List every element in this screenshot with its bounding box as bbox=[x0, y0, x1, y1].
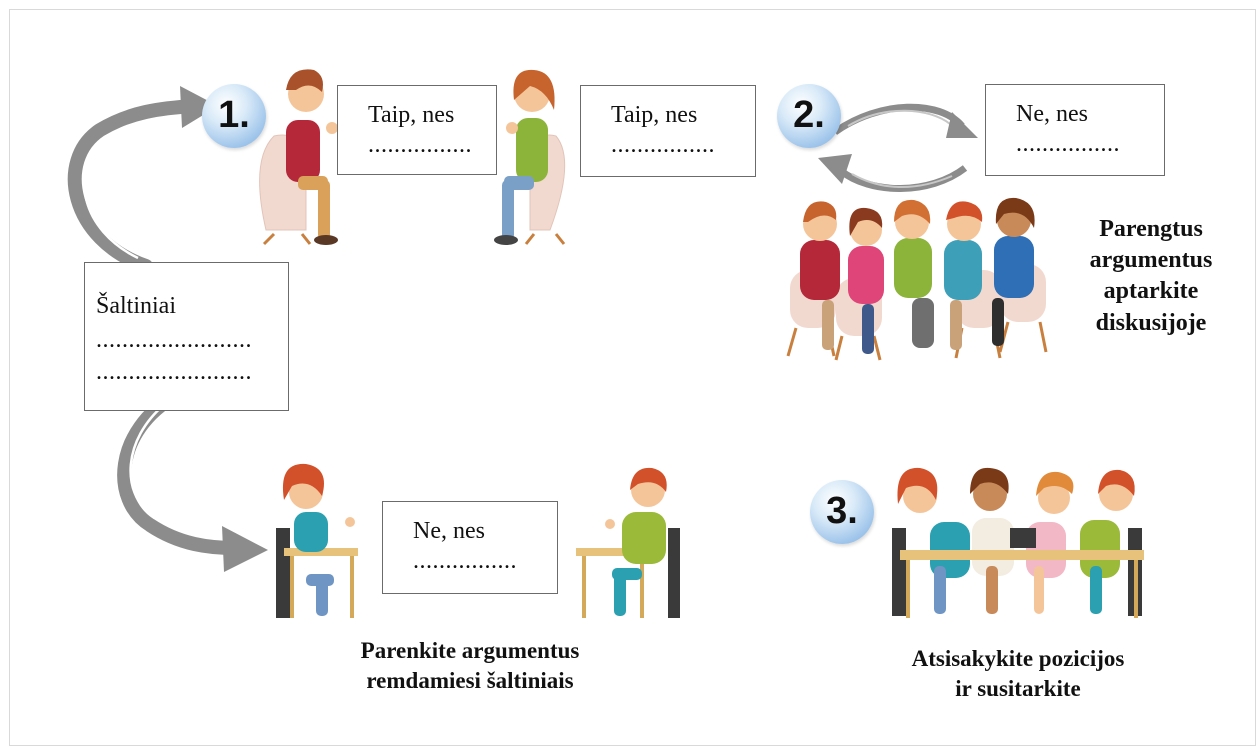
bubble-text: Ne, nes bbox=[1016, 101, 1088, 127]
caption-line: remdamiesi šaltiniais bbox=[366, 667, 574, 693]
arrow-to-desk-scene bbox=[117, 389, 268, 572]
sources-dots-1: ........................ bbox=[96, 327, 252, 353]
step-1-badge: 1. bbox=[202, 84, 266, 148]
bubble-dots: ................ bbox=[368, 132, 472, 158]
caption-discussion: Parengtus argumentus aptarkite diskusijo… bbox=[1066, 214, 1236, 339]
bubble-text: Taip, nes bbox=[368, 102, 455, 128]
caption-line: aptarkite bbox=[1103, 278, 1199, 305]
bubble-dots: ................ bbox=[611, 132, 715, 158]
cycle-arrows bbox=[818, 103, 978, 192]
step-2-badge: 2. bbox=[777, 84, 841, 148]
bubble-text: Taip, nes bbox=[611, 102, 698, 128]
step-1-number: 1. bbox=[218, 94, 250, 136]
caption-prepare: Parenkite argumentus remdamiesi šaltinia… bbox=[300, 636, 640, 696]
arrow-to-step-1 bbox=[67, 86, 218, 273]
caption-agree: Atsisakykite pozicijos ir susitarkite bbox=[858, 644, 1178, 704]
person-blue-sweater-desk bbox=[276, 463, 358, 618]
argument-bubble-no-group: Ne, nes ................ bbox=[985, 84, 1165, 176]
person-green-shirt-desk bbox=[576, 467, 680, 618]
bubble-dots: ................ bbox=[413, 548, 517, 574]
caption-line: ir susitarkite bbox=[955, 675, 1081, 701]
caption-line: argumentus bbox=[1089, 247, 1213, 274]
discussion-group bbox=[786, 197, 1048, 361]
step-3-number: 3. bbox=[826, 490, 858, 532]
person-green-cardigan bbox=[494, 69, 566, 245]
caption-line: Parengtus bbox=[1099, 216, 1203, 242]
step-2-number: 2. bbox=[793, 94, 825, 136]
team-at-table bbox=[892, 467, 1144, 618]
argument-bubble-no-desk: Ne, nes ................ bbox=[382, 501, 558, 594]
caption-line: diskusijoje bbox=[1095, 309, 1207, 336]
person-red-sweater bbox=[259, 69, 338, 246]
caption-line: Atsisakykite pozicijos bbox=[911, 646, 1125, 671]
argument-bubble-yes-left: Taip, nes ................ bbox=[337, 85, 497, 175]
caption-line: Parenkite argumentus bbox=[360, 638, 580, 663]
sources-title: Šaltiniai bbox=[96, 293, 176, 319]
sources-dots-2: ........................ bbox=[96, 359, 252, 385]
bubble-dots: ................ bbox=[1016, 131, 1120, 157]
step-3-badge: 3. bbox=[810, 480, 874, 544]
sources-box: Šaltiniai ........................ .....… bbox=[84, 262, 289, 411]
bubble-text: Ne, nes bbox=[413, 518, 485, 544]
argument-bubble-yes-right: Taip, nes ................ bbox=[580, 85, 756, 177]
